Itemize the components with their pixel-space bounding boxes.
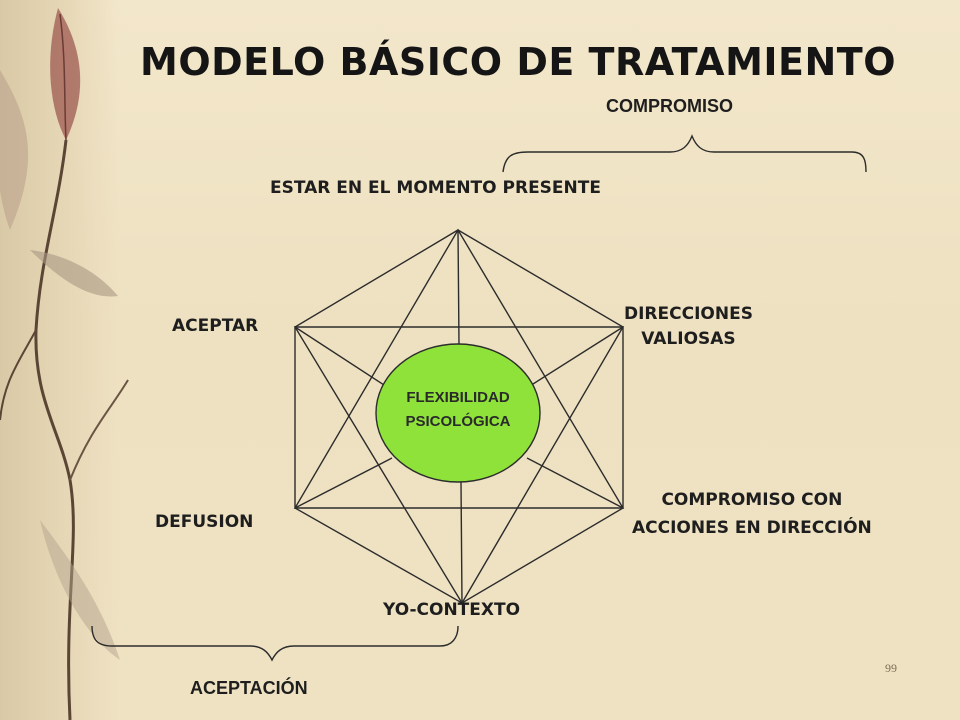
- aceptacion-brace: [91, 625, 459, 662]
- center-ellipse: [375, 343, 541, 483]
- vertex-label-lower-right-line-2: ACCIONES EN DIRECCIÓN: [632, 518, 872, 538]
- aceptacion-brace-label: ACEPTACIÓN: [190, 678, 308, 698]
- vertex-label-upper-left: ACEPTAR: [172, 316, 259, 336]
- spoke-upper-right: [532, 326, 624, 385]
- triangle-up: [293, 228, 625, 509]
- spoke-top: [457, 229, 460, 346]
- spoke-bottom: [460, 481, 463, 604]
- vertex-label-upper-right: DIRECCIONES VALIOSAS: [624, 302, 753, 352]
- spoke-lower-left: [294, 457, 393, 509]
- center-label-line-2: PSICOLÓGICA: [405, 413, 511, 430]
- vertex-label-lower-right: COMPROMISO CON ACCIONES EN DIRECCIÓN: [632, 486, 872, 542]
- center-label-line-1: FLEXIBILIDAD: [406, 389, 510, 406]
- vertex-label-top: ESTAR EN EL MOMENTO PRESENTE: [270, 178, 601, 198]
- page-number: 99: [885, 661, 897, 675]
- page-title: MODELO BÁSICO DE TRATAMIENTO: [140, 40, 897, 84]
- vertex-label-lower-left: DEFUSION: [155, 512, 254, 532]
- vertex-label-bottom: YO-CONTEXTO: [383, 600, 521, 620]
- compromiso-brace-label: COMPROMISO: [606, 96, 734, 116]
- vertex-label-upper-right-line-2: VALIOSAS: [641, 329, 736, 349]
- center-label: FLEXIBILIDAD PSICOLÓGICA: [376, 386, 540, 434]
- spoke-lower-right: [526, 457, 624, 509]
- compromiso-brace: [502, 134, 867, 173]
- vertex-label-lower-right-line-1: COMPROMISO CON: [661, 490, 843, 510]
- spoke-upper-left: [294, 326, 385, 386]
- vertex-label-upper-right-line-1: DIRECCIONES: [624, 304, 753, 324]
- dried-leaf-decoration: [0, 8, 129, 720]
